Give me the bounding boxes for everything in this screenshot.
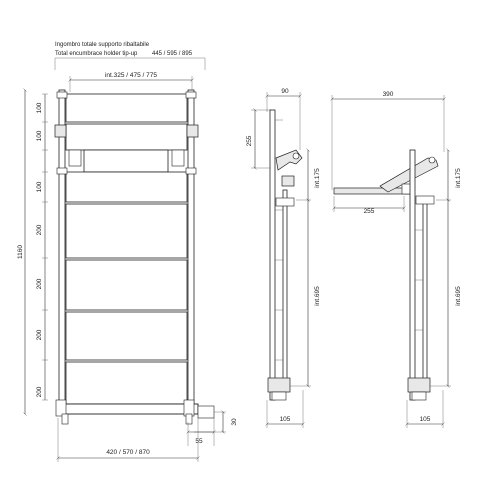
side1-wall-bracket-top <box>275 197 295 207</box>
holder-clamp-left <box>68 149 82 167</box>
panel-3-holder <box>83 149 169 173</box>
holder-bracket-left <box>54 124 67 138</box>
note-sizes: 445 / 595 / 895 <box>152 51 193 57</box>
bottom-width-label: 420 / 570 / 870 <box>106 449 150 456</box>
panel-7 <box>65 311 188 361</box>
panel-2 <box>65 123 188 151</box>
foot-left <box>55 399 67 417</box>
side2-foot <box>411 391 427 401</box>
side1-depth-top-label: 90 <box>281 88 289 95</box>
side2-depth-bottom-label: 105 <box>420 416 431 423</box>
side1-rail <box>269 109 276 401</box>
side2-hinge <box>428 156 436 164</box>
panel-6 <box>65 259 188 311</box>
notes-block: Ingombro totale supporto ribaltabile Tot… <box>54 42 206 70</box>
side2-holder-shelf <box>333 187 411 195</box>
cap-mid-left <box>56 167 68 175</box>
panel-5 <box>65 203 188 259</box>
valve <box>197 405 215 419</box>
total-height-label: 1160 <box>17 245 24 259</box>
foot-offset-label: 55 <box>195 438 203 445</box>
note-english: Total encumbrace holder tip-up <box>55 51 138 57</box>
side2-upper-interaxis-label: int.175 <box>455 168 462 188</box>
spacing-ticks <box>42 93 48 401</box>
cap-top-right <box>185 91 197 99</box>
panel-8 <box>65 361 188 405</box>
side2-holder-length-label: 255 <box>364 208 375 215</box>
side2-wall-bracket-top <box>415 195 435 205</box>
side1-holder-arm <box>275 149 303 171</box>
holder-clamp-right <box>171 149 185 167</box>
side1-valve <box>267 377 291 393</box>
side1-holder-mount <box>281 175 295 187</box>
right-rail <box>187 89 195 409</box>
spacing-label-3: 100 <box>36 181 43 192</box>
side1-upper-interaxis-label: int.175 <box>314 168 321 188</box>
leg-right <box>185 413 193 425</box>
side1-lower-interaxis-label: int.695 <box>314 286 321 306</box>
side2-back-rail <box>422 199 428 389</box>
spacing-label-4: 200 <box>36 224 43 235</box>
cap-mid-right <box>185 167 197 175</box>
spacing-label-2: 100 <box>36 130 43 141</box>
foot-right <box>183 399 195 417</box>
side1-back-rail <box>282 189 288 391</box>
note-italian: Ingombro totale supporto ribaltabile <box>55 42 150 48</box>
spacing-label-6: 200 <box>36 329 43 340</box>
side2-overall-depth-label: 390 <box>383 91 394 98</box>
left-rail <box>58 89 66 409</box>
spacing-label-7: 200 <box>36 386 43 397</box>
side-view-open: 390 255 int.175 int.695 105 <box>332 91 462 428</box>
panel-4 <box>65 171 188 203</box>
side2-lower-interaxis-label: int.695 <box>455 286 462 306</box>
side1-depth-bottom-label: 105 <box>280 416 291 423</box>
side2-valve <box>407 377 431 393</box>
side1-foot <box>271 391 287 401</box>
front-view: int.325 / 475 / 775 1160 <box>17 72 238 462</box>
side2-holder-arm <box>379 157 439 193</box>
side1-holder-height-label: 255 <box>246 135 253 146</box>
side-view-folded: 90 255 int.175 int.695 105 <box>246 88 321 428</box>
foot-height-label: 30 <box>231 418 238 426</box>
leg-left <box>61 413 69 425</box>
bottom-bar <box>57 403 199 415</box>
panel-1 <box>65 93 188 123</box>
spacing-label-5: 200 <box>36 278 43 289</box>
spacing-label-1: 100 <box>36 102 43 113</box>
cap-top-left <box>56 91 68 99</box>
holder-bracket-right <box>186 124 199 138</box>
top-width-label: int.325 / 475 / 775 <box>105 72 157 79</box>
side2-rail <box>409 149 416 401</box>
side1-hinge <box>292 152 300 160</box>
